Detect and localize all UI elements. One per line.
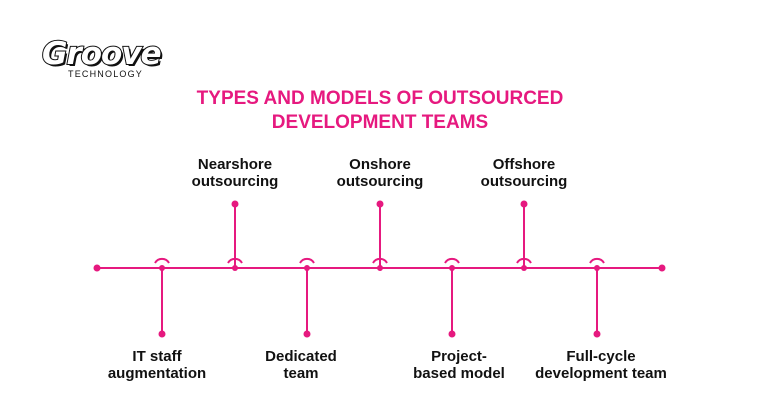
- branch-end-dot: [158, 330, 166, 338]
- label-line-1: IT staff: [132, 348, 182, 365]
- label-it-staff-augmentation: IT staff augmentation: [62, 348, 252, 382]
- label-line-2: team: [283, 365, 319, 382]
- diagram-title: TYPES AND MODELS OF OUTSOURCED DEVELOPME…: [130, 87, 630, 135]
- branch-dedicated-team: [299, 257, 315, 338]
- label-line-1: Onshore: [349, 156, 411, 173]
- junction-arc: [516, 257, 532, 264]
- branch-onshore: [372, 200, 388, 271]
- label-line-1: Nearshore: [197, 156, 273, 173]
- groove-technology-logo: Groove TECHNOLOGY: [41, 35, 163, 86]
- junction-dot: [377, 265, 383, 271]
- logo-subtext: TECHNOLOGY: [68, 69, 144, 79]
- branch-nearshore: [227, 200, 243, 271]
- label-full-cycle-development-team: Full-cycle development team: [506, 348, 696, 382]
- label-line-1: Offshore: [492, 156, 556, 173]
- branch-end-dot: [231, 200, 239, 208]
- junction-arc: [372, 257, 388, 264]
- axis-start-dot: [93, 264, 101, 272]
- junction-arc: [299, 257, 315, 264]
- branch-it-staff-augmentation: [154, 257, 170, 338]
- label-line-2: outsourcing: [336, 173, 424, 190]
- branch-end-dot: [520, 200, 528, 208]
- junction-dot: [449, 265, 455, 271]
- label-line-2: development team: [535, 365, 667, 382]
- junction-dot: [521, 265, 527, 271]
- label-onshore-outsourcing: Onshore outsourcing: [285, 156, 475, 190]
- label-line-2: outsourcing: [480, 173, 568, 190]
- label-line-1: Project-: [431, 348, 487, 365]
- junction-arc: [589, 257, 605, 264]
- label-nearshore-outsourcing: Nearshore outsourcing: [140, 156, 330, 190]
- junction-dot: [304, 265, 310, 271]
- label-dedicated-team: Dedicated team: [206, 348, 396, 382]
- label-offshore-outsourcing: Offshore outsourcing: [429, 156, 619, 190]
- junction-dot: [232, 265, 238, 271]
- branch-end-dot: [376, 200, 384, 208]
- branch-end-dot: [448, 330, 456, 338]
- junction-dot: [594, 265, 600, 271]
- branch-offshore: [516, 200, 532, 271]
- label-line-2: based model: [413, 365, 505, 382]
- branch-project-based-model: [444, 257, 460, 338]
- label-line-2: augmentation: [107, 365, 207, 382]
- junction-arc: [227, 257, 243, 264]
- junction-arc: [444, 257, 460, 264]
- title-line-2: DEVELOPMENT TEAMS: [271, 112, 489, 133]
- logo-wordmark: Groove: [41, 35, 163, 73]
- branch-full-cycle-development-team: [589, 257, 605, 338]
- branch-end-dot: [593, 330, 601, 338]
- junction-dot: [159, 265, 165, 271]
- branch-end-dot: [303, 330, 311, 338]
- label-line-1: Dedicated: [265, 348, 337, 365]
- label-line-1: Full-cycle: [566, 348, 636, 365]
- junction-arc: [154, 257, 170, 264]
- axis-end-dot: [658, 264, 666, 272]
- title-line-1: TYPES AND MODELS OF OUTSOURCED: [196, 88, 564, 109]
- label-project-based-model: Project- based model: [364, 348, 554, 382]
- label-line-2: outsourcing: [191, 173, 279, 190]
